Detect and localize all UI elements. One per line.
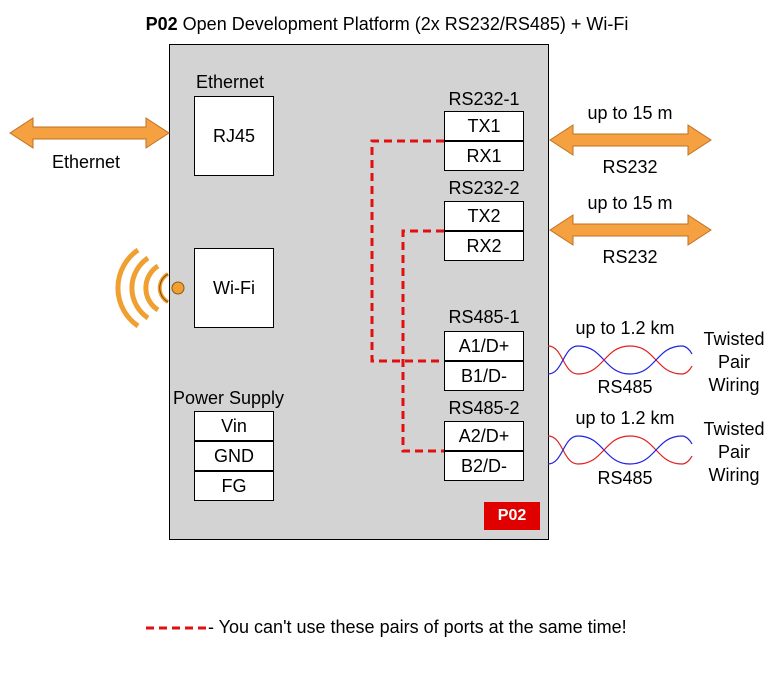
rs485-1-label: RS485-1 (448, 307, 520, 327)
rs232-1-double-arrow (549, 124, 712, 156)
rs485-2-wiring-line-3: Wiring (708, 465, 760, 485)
wifi-module: Wi-Fi (194, 248, 274, 328)
rs232-2-type: RS232 (602, 247, 658, 267)
rs232-2-tx-pin: TX2 (444, 201, 524, 231)
rs232-1-label: RS232-1 (448, 89, 520, 109)
ethernet-arrow-label: Ethernet (52, 152, 121, 172)
rs232-2-rx-pin: RX2 (444, 231, 524, 261)
rs485-2-type: RS485 (597, 468, 653, 488)
rs485-1-wiring-line-1: Twisted (703, 329, 765, 349)
exclusive-link-rs232-1-rs485-1 (370, 139, 444, 363)
power-pin-gnd: GND (194, 441, 274, 471)
power-pin-vin: Vin (194, 411, 274, 441)
rs485-1-a-pin: A1/D+ (444, 331, 524, 361)
rs485-1-type: RS485 (597, 377, 653, 397)
board-badge: P02 (484, 502, 540, 530)
title-text: Open Development Platform (2x RS232/RS48… (182, 14, 629, 34)
rs485-2-wiring-line-1: Twisted (703, 419, 765, 439)
rs485-1-wiring-line-3: Wiring (708, 375, 760, 395)
rs485-2-label: RS485-2 (448, 398, 520, 418)
rs232-1-tx-pin: TX1 (444, 111, 524, 141)
rs485-2-twisted-pair (547, 435, 693, 465)
rs485-1-wiring: Twisted Pair Wiring (694, 328, 774, 397)
power-pin-fg: FG (194, 471, 274, 501)
exclusive-link-rs232-2-rs485-2 (401, 229, 444, 453)
rs485-2-wiring: Twisted Pair Wiring (694, 418, 774, 487)
rs232-2-distance: up to 15 m (587, 193, 673, 213)
rs485-2-distance: up to 1.2 km (575, 408, 675, 428)
rj45-port: RJ45 (194, 96, 274, 176)
ethernet-section-label: Ethernet (196, 72, 265, 92)
diagram-title: P02 Open Development Platform (2x RS232/… (0, 14, 774, 35)
rs485-1-b-pin: B1/D- (444, 361, 524, 391)
rs232-1-type: RS232 (602, 157, 658, 177)
rs485-2-wiring-line-2: Pair (717, 442, 750, 462)
rs485-1-twisted-pair (547, 345, 693, 375)
rs232-1-distance: up to 15 m (587, 103, 673, 123)
ethernet-double-arrow (9, 117, 170, 149)
rs485-1-wiring-line-2: Pair (717, 352, 750, 372)
rs485-1-distance: up to 1.2 km (575, 318, 675, 338)
rs232-1-rx-pin: RX1 (444, 141, 524, 171)
rs232-2-double-arrow (549, 214, 712, 246)
rs485-2-b-pin: B2/D- (444, 451, 524, 481)
legend-text: - You can't use these pairs of ports at … (208, 617, 627, 637)
wifi-antenna-icon (115, 247, 185, 329)
title-code: P02 (145, 14, 178, 34)
rs232-2-label: RS232-2 (448, 178, 520, 198)
power-supply-label: Power Supply (173, 388, 285, 408)
rs485-2-a-pin: A2/D+ (444, 421, 524, 451)
